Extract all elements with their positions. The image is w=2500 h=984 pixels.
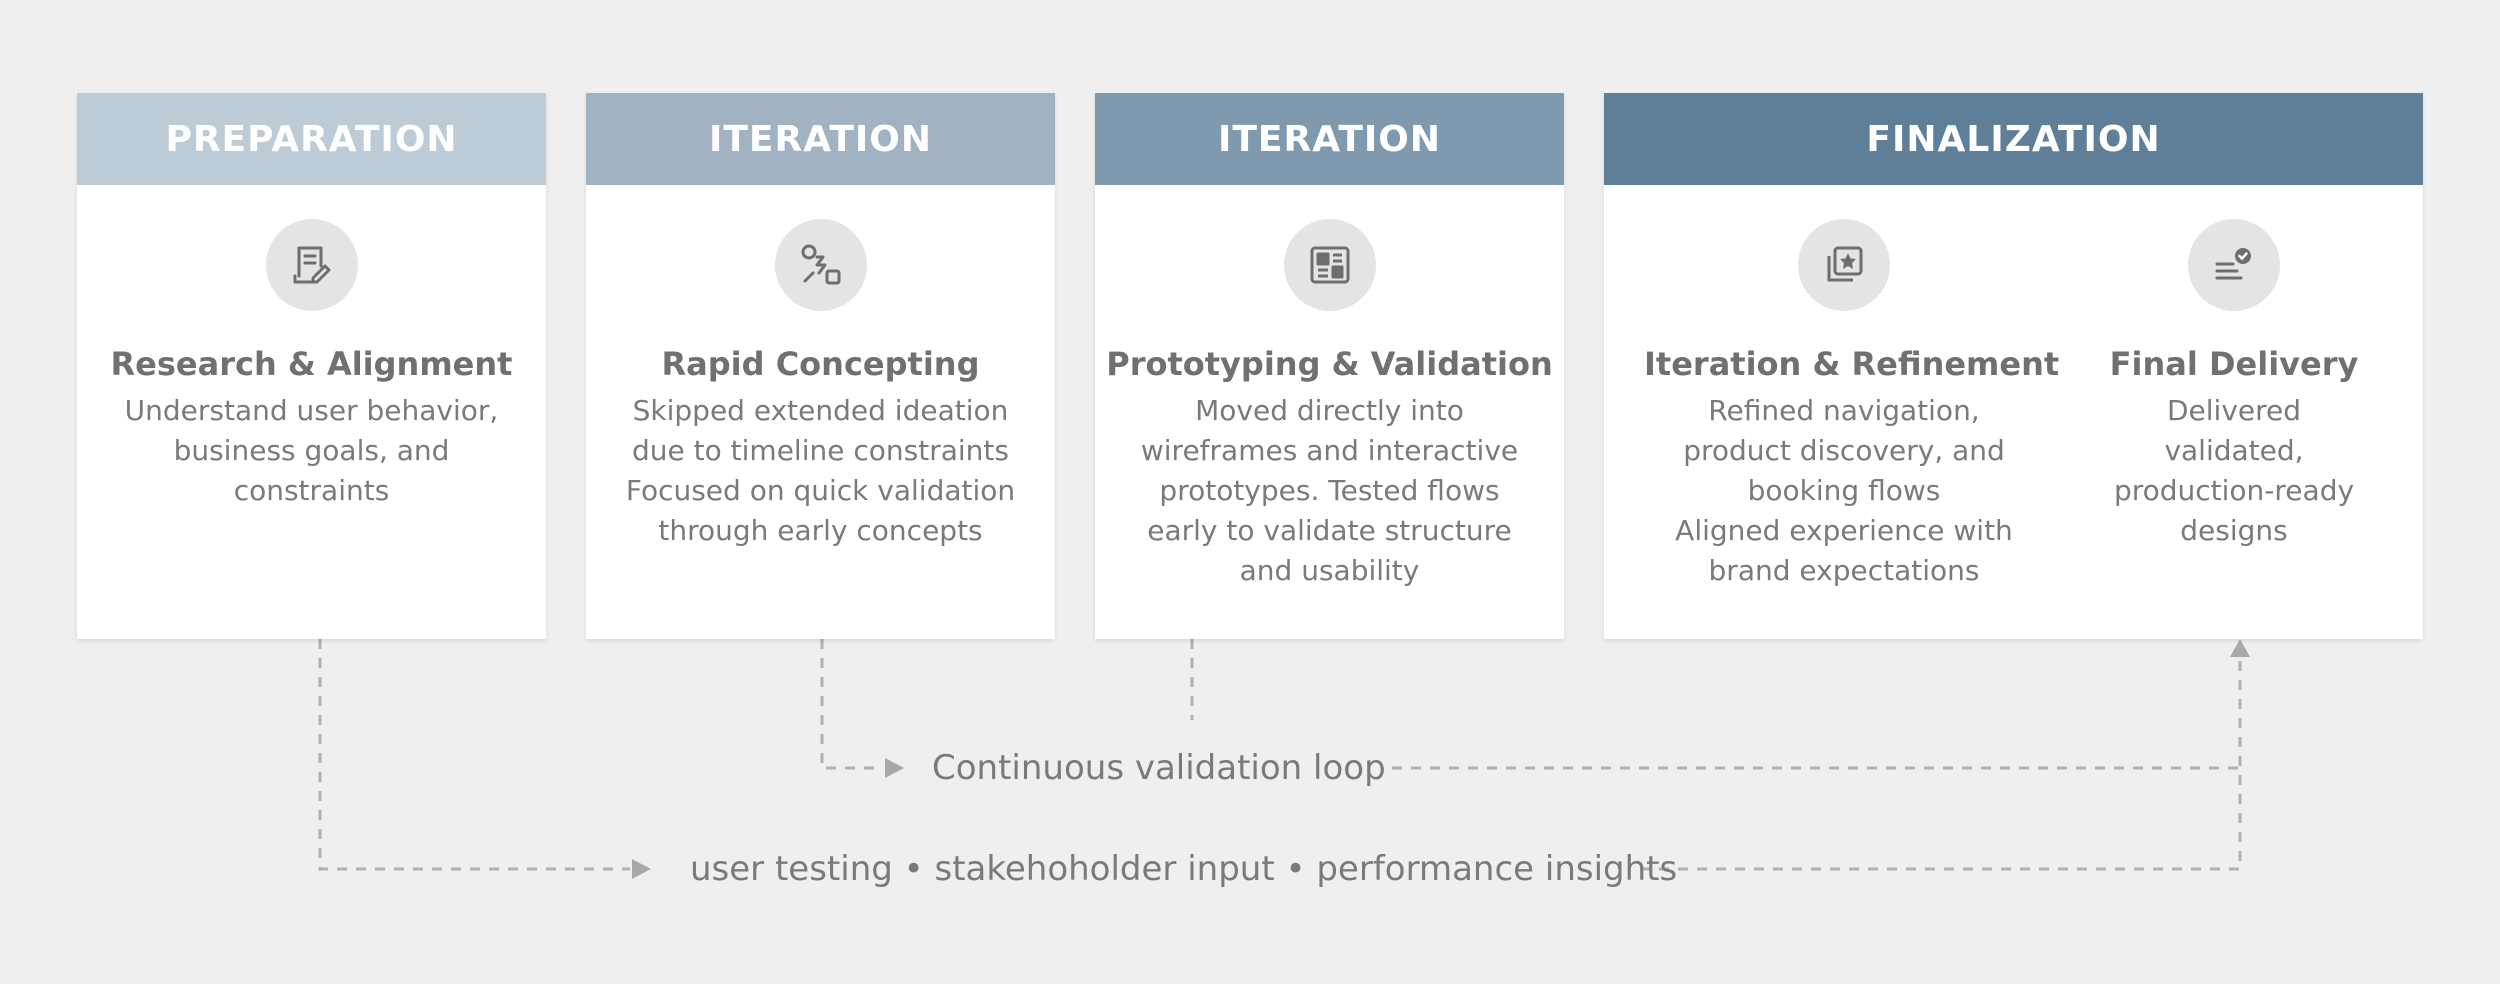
step-title: Iteration & Refinement (1644, 345, 2060, 383)
outer-loop-label: user testing • stakehoholder input • per… (690, 849, 1678, 889)
outer-loop-left-line (318, 639, 630, 871)
phase-header-preparation: PREPARATION (77, 93, 546, 185)
document-edit-icon (265, 219, 358, 311)
inner-loop-label: Continuous validation loop (932, 748, 1386, 788)
step-description: Delivered validated, production-ready de… (2113, 394, 2355, 547)
step-rapid-concepting: Rapid Concepting Skipped extended ideati… (586, 219, 1055, 551)
inner-loop-arrowhead (885, 758, 904, 778)
step-title: Rapid Concepting (661, 345, 980, 383)
outer-loop-right-line (1640, 655, 2242, 871)
step-prototyping-validation: Prototyping & Validation Moved directly … (1095, 219, 1564, 591)
step-description: Refined navigation, product discovery, a… (1675, 394, 2013, 587)
phase-header-finalization: FINALIZATION (1604, 93, 2423, 185)
phase-header-iteration-1: ITERATION (586, 93, 1055, 185)
outer-loop-arrowhead (632, 859, 651, 879)
step-title: Research & Alignment (110, 345, 513, 383)
final-delivery-arrowhead (2230, 639, 2250, 657)
flow-route-icon (774, 219, 867, 311)
phase-card-iteration-1: ITERATION Rapid Concepting Skipped exten… (586, 93, 1055, 639)
phase-card-finalization: FINALIZATION Iteration & Refinement Refi… (1604, 93, 2423, 639)
phase-card-iteration-2: ITERATION Prototyping & Validation Moved… (1095, 93, 1564, 639)
step-research-alignment: Research & Alignment Understand user beh… (77, 219, 546, 511)
layout-grid-icon (1283, 219, 1376, 311)
step-final-delivery: Final Delivery Delivered validated, prod… (2084, 219, 2384, 551)
step-description: Understand user behavior, business goals… (124, 394, 499, 507)
phase-header-iteration-2: ITERATION (1095, 93, 1564, 185)
star-gallery-icon (1798, 219, 1890, 311)
step-title: Final Delivery (2109, 345, 2359, 383)
step-iteration-refinement: Iteration & Refinement Refined navigatio… (1644, 219, 2060, 591)
step-description: Skipped extended ideation due to timelin… (625, 394, 1016, 547)
phase-card-preparation: PREPARATION Research & Alignment Underst… (77, 93, 546, 639)
step-title: Prototyping & Validation (1106, 345, 1553, 383)
list-check-icon (2188, 219, 2280, 311)
inner-loop-left-line (820, 639, 880, 770)
step-description: Moved directly into wireframes and inter… (1140, 394, 1519, 587)
